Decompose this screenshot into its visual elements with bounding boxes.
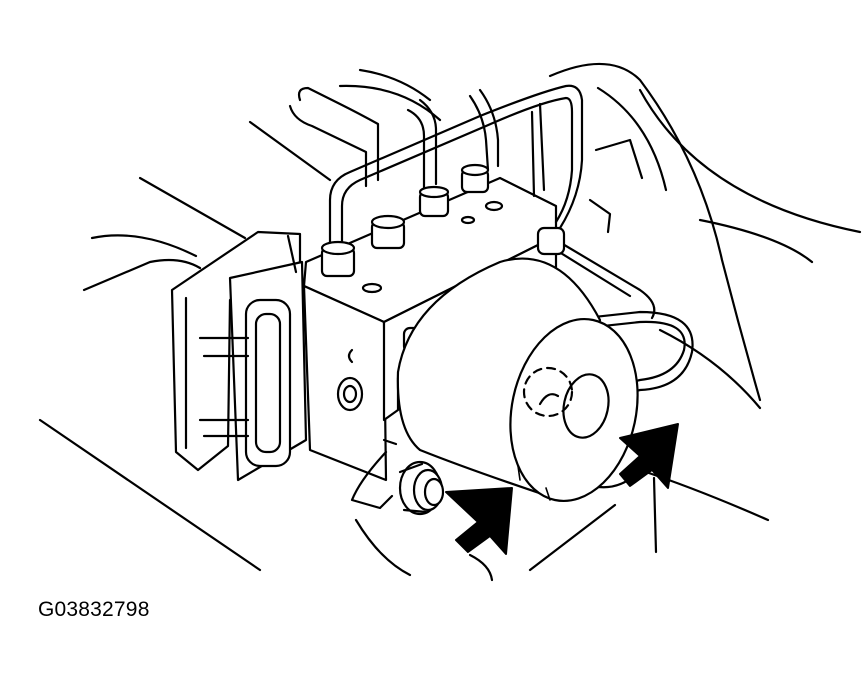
background-body-lines: [38, 62, 862, 582]
figure-code: G03832798: [38, 598, 150, 621]
connector-arrow: [445, 487, 513, 555]
motor-arrow: [619, 423, 679, 489]
connector: [398, 460, 445, 516]
brake-lines: [288, 84, 694, 410]
mounting-bracket: [170, 230, 308, 482]
pump-motor: [396, 257, 639, 503]
